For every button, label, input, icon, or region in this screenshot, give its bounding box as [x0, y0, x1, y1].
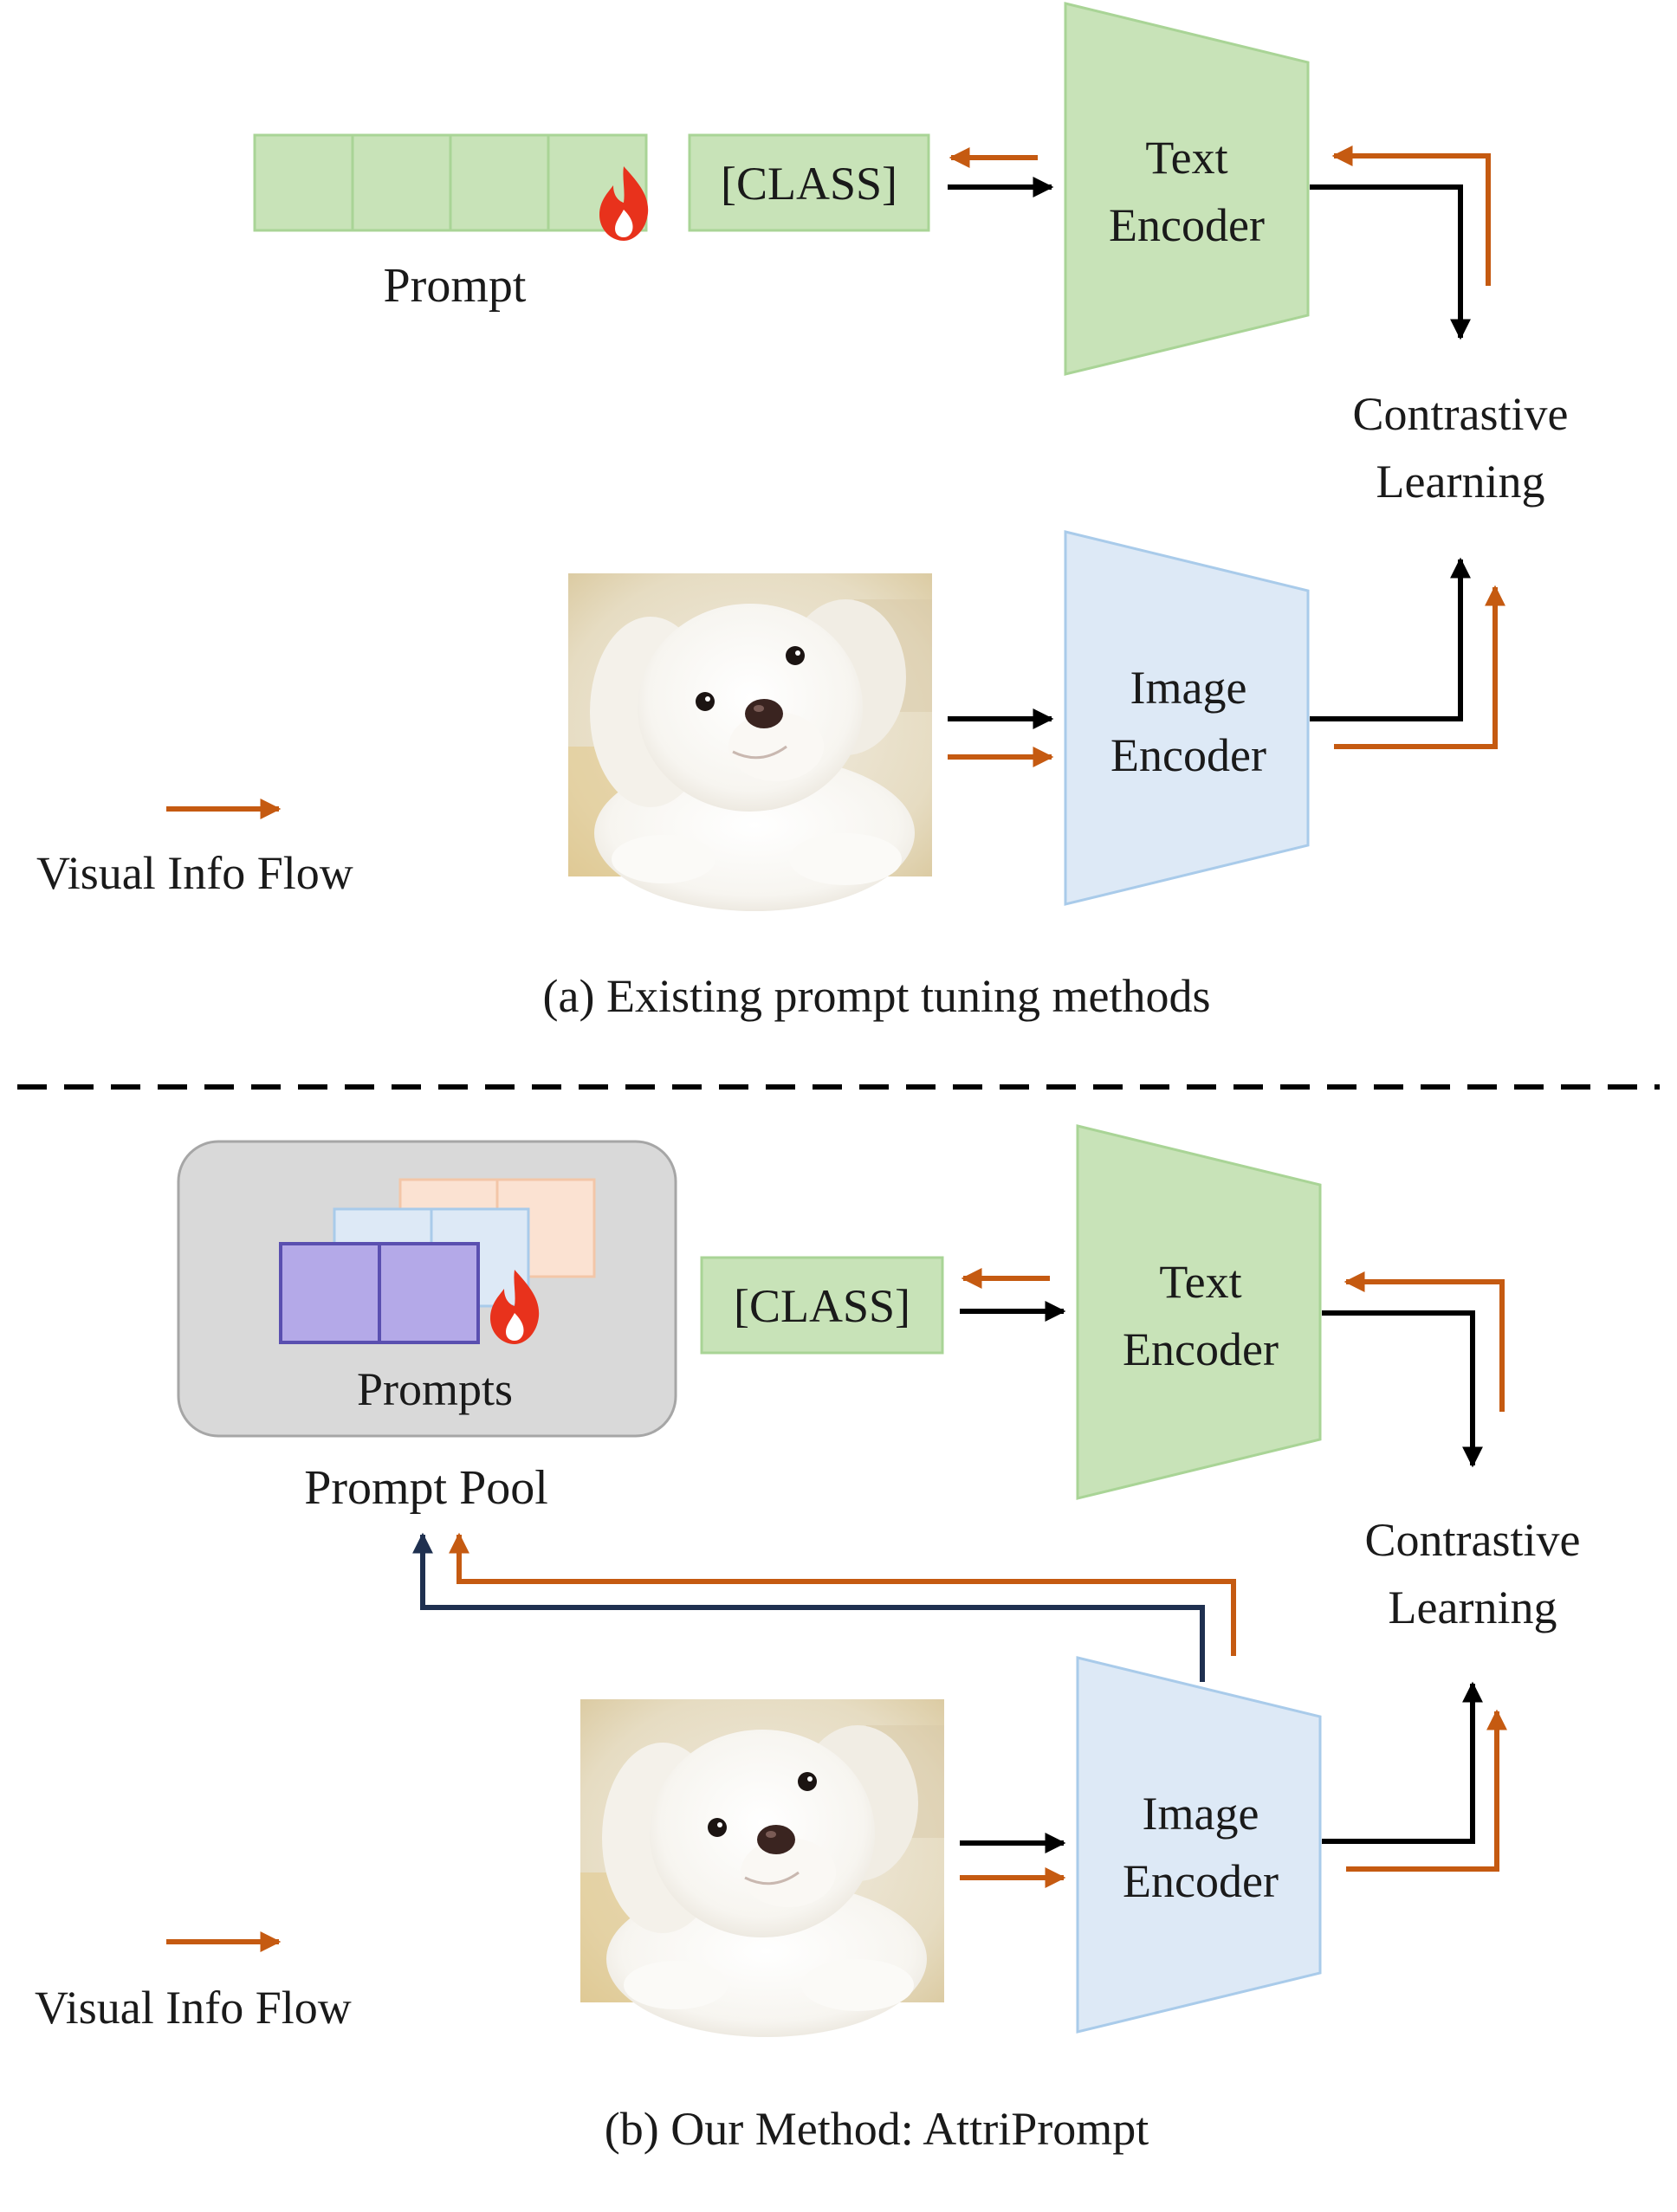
prompt-label: Prompt: [384, 259, 527, 313]
image-to-contrastive-orange-arrow: [1346, 1709, 1507, 1872]
encoder-to-pool-navy-arrow: [412, 1532, 1205, 1682]
prompt-card-purple-2: [378, 1242, 480, 1344]
encoder-to-pool-orange-arrow: [449, 1532, 1236, 1656]
text-encoder: [1076, 1124, 1322, 1500]
class-token-label: [CLASS]: [734, 1280, 910, 1332]
text-to-contrastive-arrow: [1322, 1310, 1483, 1468]
class-token-box: [700, 1256, 944, 1355]
image-to-contrastive-arrow: [1322, 1681, 1483, 1844]
panel-attriprompt: Prompts Prompt Pool [CLASS] Text Encoder…: [35, 1124, 1581, 2155]
image-to-contrastive-arrow: [1310, 557, 1471, 721]
image-encoder: [1076, 1656, 1322, 2034]
prompt-token-3: [449, 133, 550, 232]
text-encoder-line1: Text: [1145, 132, 1227, 184]
prompt-token-2: [351, 133, 452, 232]
class-token-label: [CLASS]: [721, 158, 897, 210]
prompt-pool-label: Prompt Pool: [304, 1461, 548, 1515]
prompt-token-1: [253, 133, 354, 232]
text-encoder-line1: Text: [1159, 1256, 1241, 1308]
contrastive-line2: Learning: [1376, 456, 1545, 508]
image-encoder: [1064, 530, 1310, 906]
text-encoder-line2: Encoder: [1123, 1323, 1279, 1375]
caption-a: (a) Existing prompt tuning methods: [543, 970, 1211, 1022]
input-dog-image: [567, 572, 934, 913]
contrastive-line2: Learning: [1389, 1581, 1557, 1633]
legend-label: Visual Info Flow: [36, 847, 353, 899]
class-token-box: [688, 133, 930, 232]
text-encoder-line2: Encoder: [1109, 199, 1265, 251]
text-to-contrastive-arrow: [1310, 184, 1471, 340]
legend-label: Visual Info Flow: [35, 1982, 352, 2034]
text-encoder: [1064, 2, 1310, 376]
prompt-card-purple-1: [279, 1242, 381, 1344]
panel-existing-methods: Prompt [CLASS] Text Encoder Contrastive …: [36, 2, 1569, 1022]
orange-return-to-text-arrow: [1344, 1271, 1505, 1412]
prompts-label: Prompts: [357, 1363, 513, 1415]
prompt-stack: [279, 1178, 596, 1344]
image-to-contrastive-orange-arrow: [1334, 585, 1505, 749]
contrastive-line1: Contrastive: [1365, 1514, 1581, 1566]
orange-return-to-text-arrow: [1331, 146, 1491, 286]
image-encoder-line1: Image: [1143, 1788, 1259, 1840]
image-encoder-line1: Image: [1130, 662, 1247, 714]
input-dog-image: [579, 1698, 946, 2039]
contrastive-line1: Contrastive: [1353, 388, 1569, 440]
prompt-tokens: [253, 133, 649, 241]
image-encoder-line2: Encoder: [1123, 1855, 1279, 1907]
image-encoder-line2: Encoder: [1110, 729, 1266, 781]
caption-b: (b) Our Method: AttriPrompt: [605, 2103, 1149, 2155]
